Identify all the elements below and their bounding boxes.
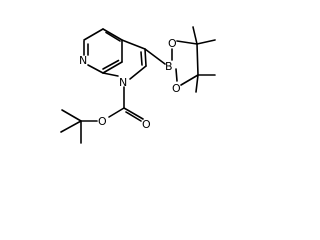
bond	[123, 107, 144, 120]
bond	[83, 28, 104, 41]
pyridine-ring	[83, 28, 123, 74]
bond	[144, 48, 147, 67]
bond	[87, 64, 104, 74]
atom-label-o-upper: O	[168, 37, 177, 50]
bond	[108, 107, 125, 118]
bond	[102, 28, 123, 41]
bond	[102, 59, 120, 70]
bond	[192, 26, 198, 45]
bond	[105, 31, 121, 42]
bond	[60, 120, 82, 133]
atom-label-o-ether: O	[98, 115, 107, 128]
atom-label-o-carbonyl: O	[142, 118, 151, 131]
bond	[121, 39, 146, 50]
bond	[125, 111, 142, 122]
bond	[195, 74, 199, 93]
atom-label-o-lower: O	[172, 82, 181, 95]
atom-label-n-pyrrole: N	[119, 76, 127, 89]
bond	[129, 65, 147, 80]
bond	[196, 43, 199, 76]
bond	[102, 72, 119, 77]
molecule-diagram: N N B O O O O	[60, 26, 216, 144]
boc-group	[60, 86, 144, 144]
structure-canvas: N N B O O O O	[60, 26, 216, 144]
bond	[140, 51, 143, 66]
atom-label-n-pyridine: N	[79, 54, 87, 67]
bond	[176, 40, 198, 45]
boronate-ester	[144, 26, 216, 93]
bond	[175, 68, 178, 82]
atom-label-b: B	[165, 60, 173, 73]
pyrrole-ring	[102, 39, 147, 80]
bond	[61, 109, 82, 122]
bond	[102, 61, 123, 74]
bond	[196, 39, 216, 45]
bond	[180, 74, 199, 86]
bond	[144, 48, 166, 65]
